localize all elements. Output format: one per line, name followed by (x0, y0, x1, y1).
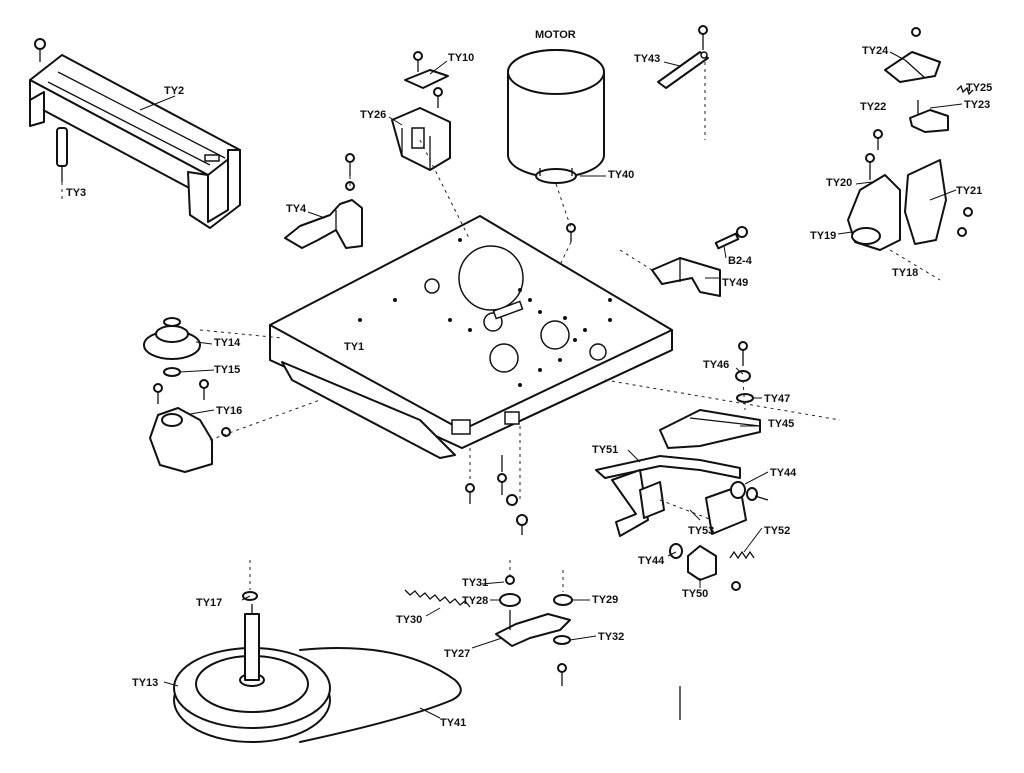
label-ty23: TY23 (964, 99, 990, 111)
label-motor: MOTOR (535, 29, 576, 41)
label-ty47: TY47 (764, 393, 790, 405)
part-ty26-holder (391, 107, 451, 171)
part-ty27-lever (495, 610, 571, 647)
label-ty10: TY10 (448, 52, 474, 64)
part-ty49-bracket (651, 257, 721, 297)
part-ty13-flywheel (173, 604, 331, 743)
label-ty19: TY19 (810, 230, 836, 242)
part-ty16-holder (149, 379, 231, 473)
label-ty30: TY30 (396, 614, 422, 626)
label-ty28: TY28 (462, 595, 488, 607)
part-ty45-lever (659, 409, 761, 449)
label-ty14: TY14 (214, 337, 241, 349)
label-ty16: TY16 (216, 405, 242, 417)
label-ty21: TY21 (956, 185, 982, 197)
label-ty20: TY20 (826, 177, 852, 189)
label-ty27: TY27 (444, 648, 470, 660)
part-b2-4-screw (714, 226, 748, 250)
part-ty43-lever (657, 25, 709, 89)
label-ty29: TY29 (592, 594, 618, 606)
part-ty18-assembly (847, 129, 973, 251)
label-ty52: TY52 (764, 525, 790, 537)
label-ty26: TY26 (360, 109, 386, 121)
part-ty28-roller (499, 593, 521, 607)
part-ty15-washer (163, 367, 181, 377)
part-ty2-bracket (29, 54, 241, 229)
label-ty43: TY43 (634, 53, 660, 65)
part-ty4-bracket (284, 153, 363, 249)
part-ty24-bracket (884, 27, 941, 83)
part-ty52-spring (729, 550, 755, 560)
part-labels: MOTOR TY2 TY3 TY10 TY26 TY4 TY40 TY43 TY… (66, 29, 992, 729)
part-ty31-nut (505, 575, 515, 585)
part-ty1-chassis (269, 215, 673, 459)
label-ty40: TY40 (608, 169, 634, 181)
label-ty24: TY24 (862, 45, 889, 57)
part-ty47-washer (736, 393, 754, 403)
label-ty53: TY53 (688, 525, 714, 537)
label-ty25: TY25 (966, 82, 992, 94)
leader-lines (139, 51, 963, 719)
label-b2-4: B2-4 (728, 255, 753, 267)
label-ty49: TY49 (722, 277, 748, 289)
part-ty3-pin (56, 127, 68, 182)
motor-component (507, 49, 605, 184)
label-ty46: TY46 (703, 359, 729, 371)
label-ty31: TY31 (462, 577, 488, 589)
label-ty41: TY41 (440, 717, 466, 729)
label-ty4: TY4 (286, 203, 307, 215)
label-ty1: TY1 (344, 341, 364, 353)
bottom-screws (465, 455, 528, 535)
part-ty25-spring (956, 84, 974, 96)
label-ty13: TY13 (132, 677, 158, 689)
part-ty10-clip (404, 51, 449, 108)
part-ty51-lever (595, 455, 741, 537)
part-ty14-pulley (143, 317, 201, 360)
part-ty50-bracket (687, 545, 741, 591)
part-ty44-washer-upper (730, 481, 769, 501)
part-ty41-belt (299, 647, 462, 743)
alignment-lines (61, 62, 941, 592)
part-ty46-screw (735, 341, 751, 382)
label-ty44-upper: TY44 (770, 467, 797, 479)
label-ty51: TY51 (592, 444, 618, 456)
label-ty17: TY17 (196, 597, 222, 609)
part-ty22-ty23-assembly (909, 100, 949, 133)
label-ty22: TY22 (860, 101, 886, 113)
part-ty40-screw (566, 223, 576, 242)
part-ty44-washer-lower (669, 543, 683, 559)
label-ty32: TY32 (598, 631, 624, 643)
label-ty2: TY2 (164, 85, 184, 97)
part-ty29-washer (553, 594, 573, 606)
part-ty30-spring (404, 589, 471, 608)
label-ty3: TY3 (66, 187, 86, 199)
label-ty44-lower: TY44 (638, 555, 665, 567)
label-ty50: TY50 (682, 588, 708, 600)
label-ty15: TY15 (214, 364, 240, 376)
screw-icon (34, 38, 46, 62)
label-ty18: TY18 (892, 267, 918, 279)
label-ty45: TY45 (768, 418, 794, 430)
part-ty32-washer (553, 635, 571, 686)
